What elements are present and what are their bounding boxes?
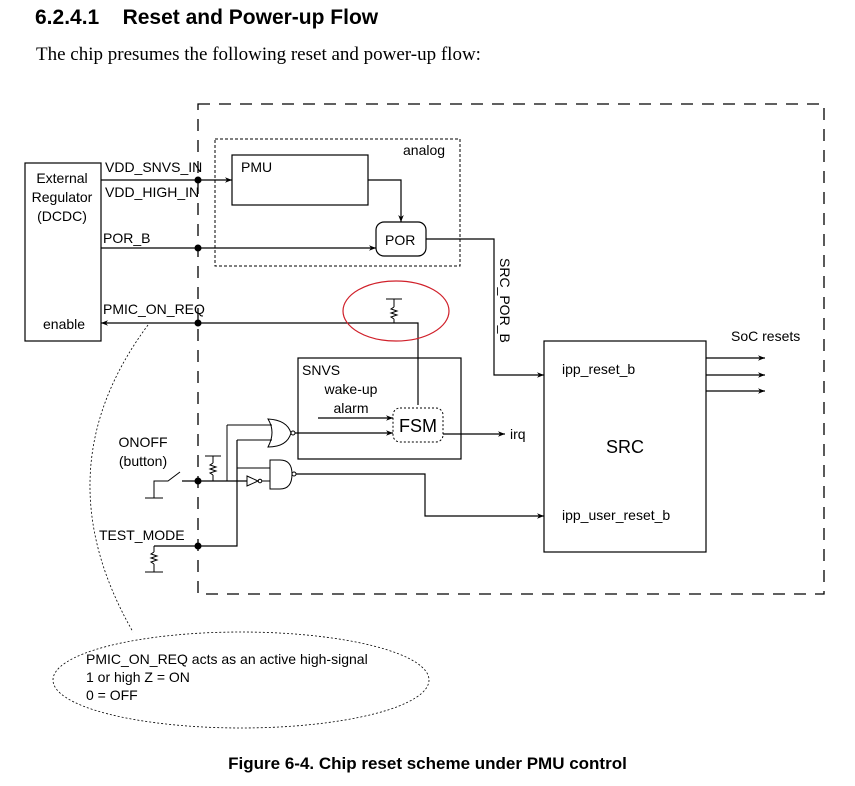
wakeup-label-line2: alarm [333, 400, 368, 416]
note-line3: 0 = OFF [86, 687, 138, 703]
fsm-label: FSM [399, 416, 437, 436]
vdd-snvs-in-label: VDD_SNVS_IN [105, 159, 202, 175]
pmu-to-por-wire [368, 179, 404, 222]
vdd-high-in-label: VDD_HIGH_IN [105, 184, 199, 200]
section-number: 6.2.4.1 [35, 6, 100, 29]
section-heading: 6.2.4.1 Reset and Power-up Flow [35, 6, 378, 30]
nand-gate-icon [269, 459, 297, 490]
test-mode-wire [154, 440, 238, 547]
analog-block [214, 138, 461, 267]
snvs-block [297, 357, 462, 460]
wakeup-label-line1: wake-up [324, 381, 378, 397]
por-label: POR [385, 232, 415, 248]
test-mode-pulldown-resistor-icon [145, 546, 163, 573]
enable-label: enable [43, 316, 85, 332]
figure-caption: Figure 6-4. Chip reset scheme under PMU … [228, 754, 627, 773]
irq-label: irq [510, 426, 526, 442]
ipp-user-reset-b-label: ipp_user_reset_b [562, 507, 670, 523]
ipp-reset-b-label: ipp_reset_b [562, 361, 635, 377]
nand-to-src-wire [296, 473, 544, 519]
soc-resets-label: SoC resets [731, 328, 800, 344]
onoff-label: ONOFF [119, 434, 168, 450]
section-title: Reset and Power-up Flow [122, 6, 379, 29]
note-line1: PMIC_ON_REQ acts as an active high-signa… [86, 651, 368, 667]
pmic-on-req-wire [101, 320, 419, 405]
pmu-label: PMU [241, 159, 272, 175]
external-regulator-box [24, 162, 102, 342]
src-por-b-wire [426, 238, 544, 378]
test-mode-junction-dot [194, 542, 202, 550]
note-connector [89, 324, 149, 633]
onoff-junction-dot [194, 477, 202, 485]
onoff-pullup-resistor-icon [205, 455, 221, 481]
pullup-resistor-icon [386, 298, 402, 323]
chip-boundary [197, 103, 825, 595]
note-line2: 1 or high Z = ON [86, 669, 190, 685]
test-mode-label: TEST_MODE [99, 527, 185, 543]
pmic-junction-dot [194, 319, 202, 327]
por-b-junction-dot [194, 244, 202, 252]
note-ellipse [52, 631, 430, 729]
pmic-on-req-label: PMIC_ON_REQ [103, 301, 205, 317]
fsm-box [392, 407, 444, 443]
analog-label: analog [403, 142, 445, 158]
src-block [543, 340, 707, 553]
highlight-ellipse [342, 280, 450, 342]
regulator-label-line2: Regulator [32, 189, 93, 205]
src-por-b-label: SRC_POR_B [497, 258, 513, 343]
nor-gate-icon [267, 418, 296, 448]
regulator-label-line3: (DCDC) [37, 208, 87, 224]
switch-icon [145, 471, 181, 499]
vdd-junction-dot [194, 176, 202, 184]
snvs-label: SNVS [302, 362, 340, 378]
inverter-icon [246, 475, 263, 487]
por-b-label: POR_B [103, 230, 150, 246]
onoff-sub-label: (button) [119, 453, 167, 469]
regulator-label-line1: External [36, 170, 87, 186]
src-label: SRC [606, 437, 644, 457]
intro-text: The chip presumes the following reset an… [36, 44, 481, 65]
